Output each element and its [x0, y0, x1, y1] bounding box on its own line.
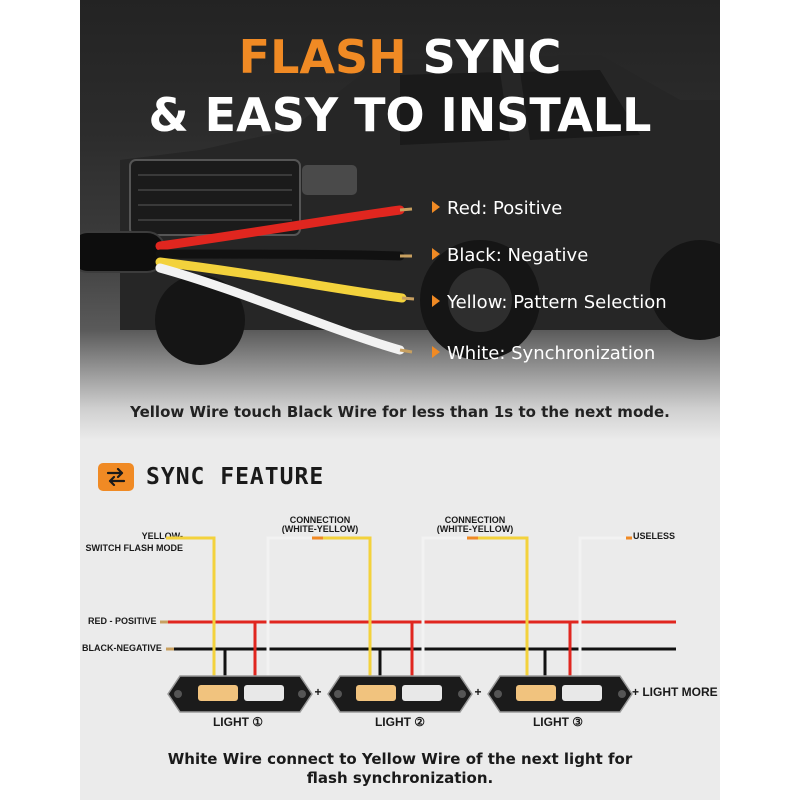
yellow-wire-label: YELLOW- [142, 531, 183, 541]
light-module-3 [487, 675, 633, 713]
red-positive-label: RED - POSITIVE [88, 616, 157, 626]
useless-label: USELESS [633, 531, 675, 541]
wire-label-text: Red: Positive [447, 198, 563, 219]
infographic-canvas: FLASH SYNC & EASY TO INSTALL Red: Positi… [80, 0, 720, 800]
light-module-1 [167, 675, 313, 713]
wire-label-text: Black: Negative [447, 245, 589, 266]
white-wire-light-3 [578, 536, 628, 678]
sync-feature-title: SYNC FEATURE [146, 464, 325, 490]
footer-caption: White Wire connect to Yellow Wire of the… [80, 750, 720, 788]
swap-arrows-icon [98, 463, 134, 491]
wire-label-black: Black: Negative [432, 245, 588, 266]
hero-section: FLASH SYNC & EASY TO INSTALL Red: Positi… [80, 0, 720, 440]
connection-label-1-sub: (WHITE-YELLOW) [282, 524, 358, 534]
wire-label-white: White: Synchronization [432, 343, 655, 364]
wire-label-yellow: Yellow: Pattern Selection [432, 292, 667, 313]
yellow-wire-light-1 [166, 536, 216, 678]
wire-label-text: Yellow: Pattern Selection [447, 292, 667, 313]
light-3-label: LIGHT ③ [533, 715, 583, 729]
footer-line-2: flash synchronization. [306, 769, 494, 787]
connection-label-2: CONNECTION [445, 515, 506, 525]
black-negative-label: BLACK-NEGATIVE [82, 643, 162, 653]
light-more-label: + LIGHT MORE ... [632, 685, 720, 699]
title-rest: SYNC [406, 30, 562, 84]
truck-background-image [80, 55, 720, 365]
triangle-bullet-icon [432, 201, 440, 213]
plus-sign: + [474, 685, 481, 699]
triangle-bullet-icon [432, 346, 440, 358]
yellow-wire-light-2 [320, 536, 372, 678]
footer-line-1: White Wire connect to Yellow Wire of the… [167, 750, 633, 768]
white-wire-light-2 [421, 536, 470, 678]
page-title-line1: FLASH SYNC [80, 30, 720, 84]
sync-feature-header: SYNC FEATURE [98, 462, 324, 492]
light-2-label: LIGHT ② [375, 715, 425, 729]
title-accent: FLASH [238, 30, 407, 84]
triangle-bullet-icon [432, 248, 440, 260]
yellow-wire-light-3 [475, 536, 529, 678]
plus-sign: + [314, 685, 321, 699]
light-1-label: LIGHT ① [213, 715, 263, 729]
wire-label-text: White: Synchronization [447, 343, 656, 364]
yellow-wire-label-sub: SWITCH FLASH MODE [86, 543, 184, 553]
mode-hint-text: Yellow Wire touch Black Wire for less th… [130, 403, 670, 421]
triangle-bullet-icon [432, 295, 440, 307]
wiring-diagram: YELLOW- SWITCH FLASH MODE CONNECTION (WH… [82, 515, 720, 729]
page-title-line2: & EASY TO INSTALL [148, 88, 652, 142]
light-module-2 [327, 675, 473, 713]
wire-label-red: Red: Positive [432, 198, 562, 219]
white-wire-light-1 [266, 536, 315, 678]
connection-label-1: CONNECTION [290, 515, 351, 525]
connection-label-2-sub: (WHITE-YELLOW) [437, 524, 513, 534]
